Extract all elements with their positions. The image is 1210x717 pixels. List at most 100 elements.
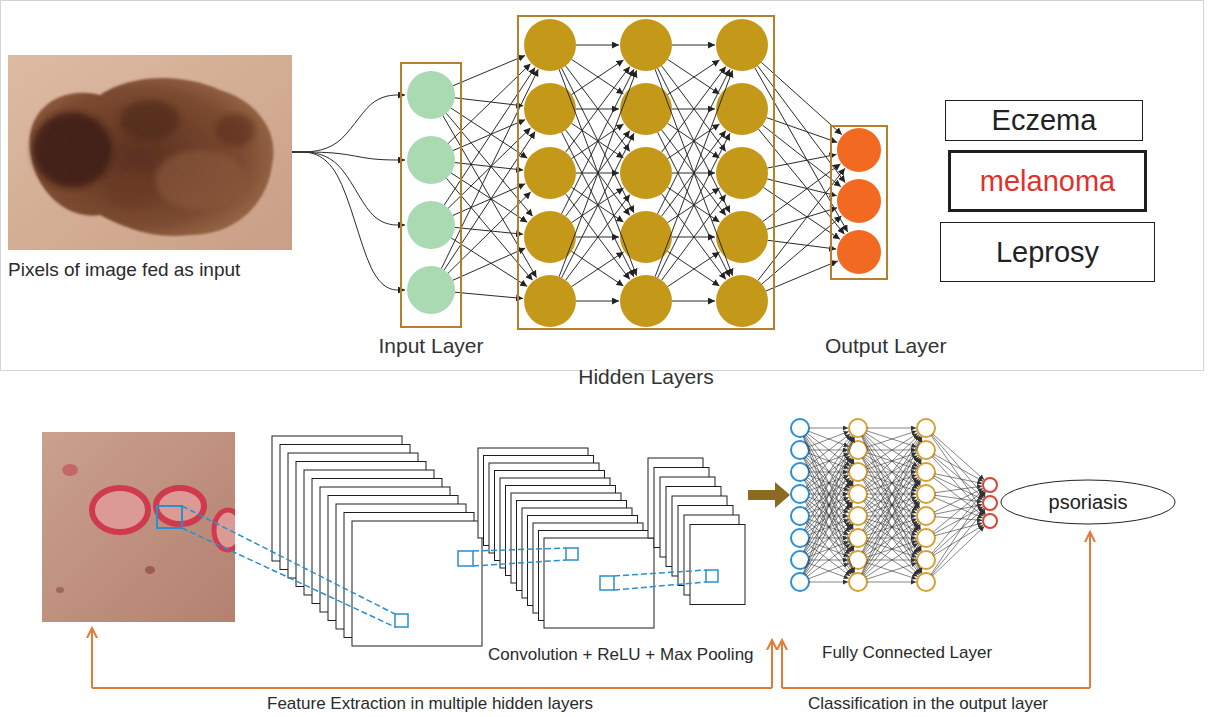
neuron bbox=[837, 230, 881, 274]
weight-line bbox=[446, 178, 532, 280]
weight-line bbox=[863, 480, 921, 574]
weight-line bbox=[453, 184, 525, 216]
weight-line bbox=[655, 70, 732, 276]
input-line bbox=[292, 95, 405, 152]
weight-line bbox=[655, 69, 732, 275]
stage-label: Convolution + ReLU + Max Pooling bbox=[488, 645, 754, 665]
weight-line bbox=[935, 517, 982, 521]
psoriasis-photo bbox=[42, 432, 242, 622]
neuron bbox=[837, 128, 881, 172]
weight-line bbox=[767, 118, 838, 143]
feature-map bbox=[544, 538, 654, 628]
weight-line bbox=[767, 208, 837, 230]
layer-label: Hidden Layers bbox=[578, 365, 713, 389]
weight-line bbox=[768, 154, 837, 168]
weight-line bbox=[867, 428, 916, 429]
weight-line bbox=[866, 543, 918, 577]
weight-line bbox=[862, 437, 921, 552]
weight-line bbox=[806, 524, 851, 576]
weight-line bbox=[867, 563, 917, 579]
neuron bbox=[849, 441, 867, 459]
neuron bbox=[917, 419, 935, 437]
label-holder: Convolution + ReLU + Max Pooling bbox=[488, 645, 754, 665]
neuron bbox=[983, 478, 997, 492]
weight-line bbox=[933, 490, 984, 532]
neuron bbox=[791, 441, 809, 459]
weight-line bbox=[864, 435, 920, 508]
fully-connected-network bbox=[791, 419, 997, 591]
neuron bbox=[407, 71, 455, 119]
input-line bbox=[292, 152, 405, 160]
weight-line bbox=[805, 458, 853, 530]
weight-line bbox=[808, 432, 848, 447]
neuron bbox=[917, 507, 935, 525]
neuron bbox=[407, 201, 455, 249]
weight-line bbox=[864, 456, 918, 509]
weight-line bbox=[672, 45, 715, 46]
neuron bbox=[849, 573, 867, 591]
neuron bbox=[849, 507, 867, 525]
weight-line bbox=[572, 252, 624, 287]
output-layer-box: Output Layer bbox=[830, 125, 888, 280]
weight-line bbox=[572, 60, 624, 95]
weight-line bbox=[755, 68, 848, 232]
weight-line bbox=[862, 437, 922, 574]
neuron bbox=[849, 463, 867, 481]
neuron bbox=[849, 529, 867, 547]
neuron bbox=[620, 83, 672, 135]
weight-line bbox=[806, 479, 851, 531]
weight-line bbox=[662, 195, 726, 281]
label-holder: Pixels of image fed as input bbox=[8, 259, 240, 281]
weight-line bbox=[864, 478, 918, 531]
neuron bbox=[791, 463, 809, 481]
weight-line bbox=[935, 474, 982, 484]
class-label: Leprosy bbox=[996, 236, 1099, 269]
image-caption: Pixels of image fed as input bbox=[8, 259, 240, 281]
weight-line bbox=[453, 120, 525, 151]
weight-line bbox=[768, 240, 836, 249]
neuron bbox=[837, 179, 881, 223]
class-label: melanoma bbox=[980, 165, 1115, 198]
weight-line bbox=[441, 69, 538, 268]
weight-line bbox=[803, 437, 854, 573]
weight-line bbox=[867, 582, 916, 583]
weight-line bbox=[455, 292, 523, 298]
neuron bbox=[524, 147, 576, 199]
feature-map bbox=[690, 525, 745, 605]
weight-line bbox=[934, 488, 983, 512]
neuron bbox=[524, 211, 576, 263]
weight-line bbox=[767, 179, 836, 196]
flow-arrow bbox=[748, 482, 790, 508]
neuron bbox=[917, 485, 935, 503]
neuron bbox=[849, 419, 867, 437]
weight-line bbox=[668, 252, 720, 287]
weight-line bbox=[932, 457, 985, 515]
neuron bbox=[716, 275, 768, 327]
class-box: Leprosy bbox=[940, 222, 1155, 282]
weight-line bbox=[559, 69, 636, 275]
feature-map bbox=[352, 521, 482, 646]
neuron bbox=[917, 441, 935, 459]
weight-line bbox=[808, 564, 848, 579]
weight-line bbox=[862, 436, 922, 573]
neuron bbox=[716, 83, 768, 135]
panel-frame bbox=[1, 1, 1204, 371]
bracket-label: Classification in the output layer bbox=[808, 694, 1048, 714]
weight-line bbox=[562, 69, 634, 214]
weight-line bbox=[862, 459, 921, 574]
neuron bbox=[791, 507, 809, 525]
weight-line bbox=[932, 509, 985, 575]
weight-line bbox=[658, 69, 730, 214]
weight-line bbox=[932, 491, 985, 553]
class-box-selected: melanoma bbox=[948, 150, 1147, 212]
layer-label: Output Layer bbox=[825, 334, 946, 358]
weight-line bbox=[662, 67, 726, 153]
weight-line bbox=[668, 60, 720, 95]
weight-line bbox=[867, 563, 917, 579]
label-holder: Fully Connected Layer bbox=[822, 643, 992, 663]
label-holder: Classification in the output layer bbox=[808, 694, 1048, 714]
neuron bbox=[620, 147, 672, 199]
weight-line bbox=[662, 66, 726, 152]
